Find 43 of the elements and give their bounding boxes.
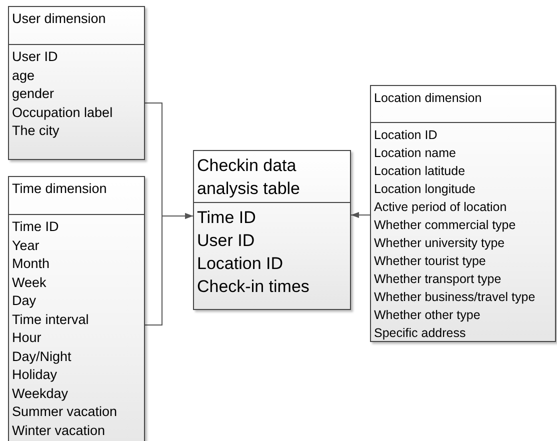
field-name: Weekday (12, 384, 70, 403)
field-name: age (12, 66, 36, 85)
field-name: Location ID (374, 127, 438, 144)
field-name: User ID (12, 48, 59, 66)
field-name: Whether transport type (374, 271, 502, 288)
field-name: Day (12, 292, 38, 310)
table-title: Location dimension (374, 91, 482, 105)
field-name: Whether other type (374, 307, 482, 324)
field-name: gender (12, 85, 56, 103)
field-name: Time ID (197, 207, 257, 229)
field-name: Holiday (12, 366, 58, 384)
field-name: The city (12, 122, 60, 140)
field-name: Whether tourist type (374, 253, 487, 270)
table-box (193, 150, 351, 310)
field-name: Week (12, 274, 48, 292)
field-name: Summer vacation (12, 403, 118, 421)
field-name: Month (12, 255, 51, 273)
field-name: Occupation label (12, 104, 114, 122)
table-title: Checkin data analysis table (197, 156, 300, 198)
field-name: Year (12, 236, 40, 254)
field-name: Check-in times (197, 276, 310, 298)
table-title: User dimension (12, 11, 106, 26)
table-box (8, 176, 145, 441)
field-name: Winter vacation (12, 422, 106, 440)
field-name: Location longitude (374, 181, 476, 198)
field-name: Active period of location (374, 199, 508, 216)
field-name: Location name (374, 145, 458, 162)
connector-arrow (350, 212, 370, 218)
field-name: Whether business/travel type (374, 289, 536, 306)
field-name: Day/Night (12, 348, 72, 366)
field-name: Specific address (374, 325, 467, 342)
field-name: Time ID (12, 218, 60, 236)
field-name: Hour (12, 329, 42, 347)
field-name: Location latitude (374, 163, 466, 180)
field-name: Whether commercial type (374, 217, 517, 234)
field-name: Whether university type (374, 235, 506, 252)
table-box (8, 6, 145, 160)
field-name: User ID (197, 230, 256, 252)
field-name: Location ID (197, 253, 284, 275)
connector-arrow (144, 213, 194, 326)
table-title: Time dimension (12, 181, 107, 196)
table-box (370, 85, 556, 342)
field-name: Time interval (12, 310, 90, 328)
